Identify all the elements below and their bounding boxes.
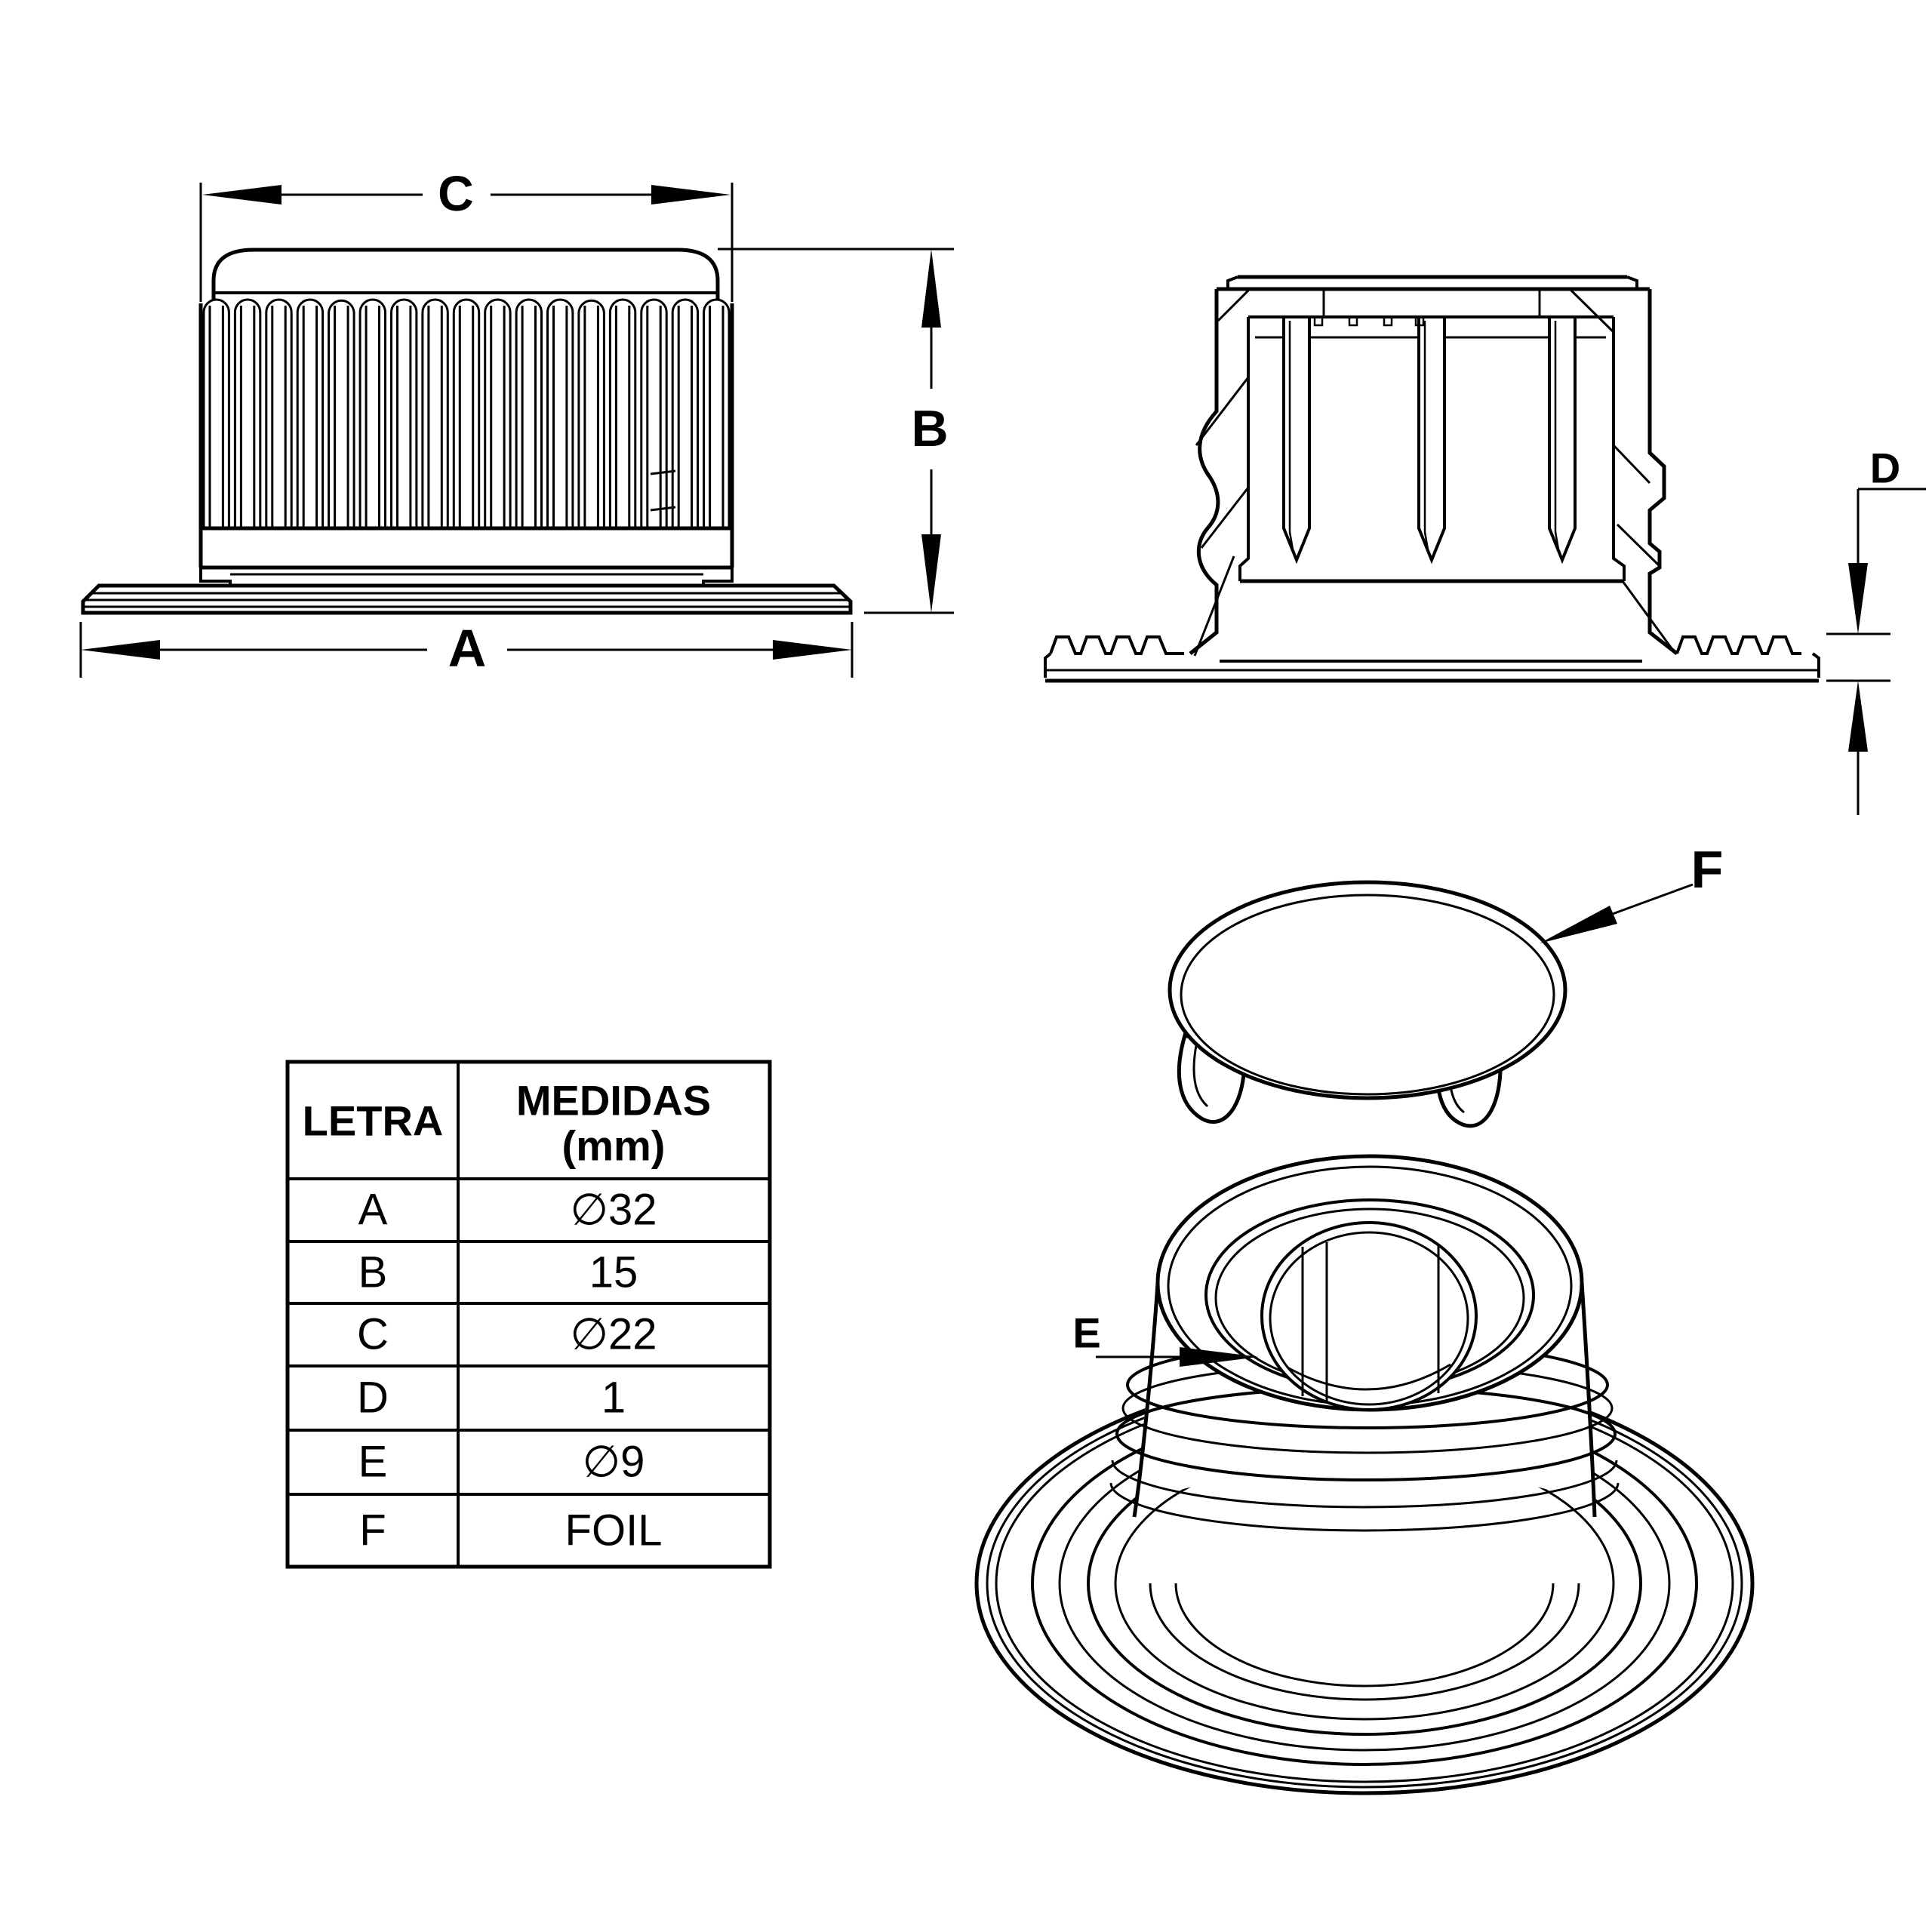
section-view: D — [1044, 275, 1926, 815]
table-cell-letra: F — [359, 1506, 386, 1555]
arrowhead-right — [1180, 1347, 1259, 1367]
arrowhead-up — [921, 249, 941, 328]
table-cell-medida: ∅32 — [570, 1186, 657, 1235]
table-cell-letra: B — [358, 1248, 388, 1297]
callout-e: E — [1072, 1309, 1259, 1367]
neck-step-left — [199, 568, 232, 586]
arrowhead-left — [81, 640, 160, 660]
callout-f: F — [1540, 840, 1723, 943]
dimensions-table: LETRA MEDIDAS (mm) A ∅32 B 15 C ∅22 D 1 … — [285, 1060, 772, 1569]
piercing-spikes — [1282, 317, 1577, 565]
hatching — [1193, 288, 1677, 657]
outer-wall-left — [1189, 289, 1220, 655]
spout-hole — [1260, 1221, 1478, 1411]
table-header-medidas: MEDIDAS — [516, 1077, 711, 1124]
arrowhead-left — [1540, 906, 1617, 943]
cap-dome — [211, 248, 720, 300]
dim-label-f: F — [1691, 840, 1724, 899]
arrowhead-right — [773, 640, 852, 660]
arrowhead-up — [1848, 681, 1868, 752]
dim-label-e: E — [1072, 1309, 1100, 1357]
table-cell-medida: ∅22 — [570, 1310, 657, 1359]
outer-wall-right — [1647, 289, 1678, 655]
front-view: C B — [79, 165, 954, 678]
table-cell-letra: C — [357, 1310, 389, 1359]
table-cell-letra: E — [358, 1438, 388, 1487]
table-header-medidas-unit: (mm) — [562, 1122, 666, 1170]
neck-step-right — [702, 568, 734, 586]
dim-label-c: C — [438, 165, 474, 221]
flange — [81, 583, 853, 615]
foil-face — [1168, 880, 1567, 1100]
table-border — [285, 1060, 772, 1569]
table-cell-letra: A — [358, 1186, 388, 1235]
thread-ticks — [1313, 317, 1425, 327]
dimension-a: A — [79, 619, 854, 678]
dimension-c: C — [199, 165, 734, 302]
table-cell-medida: ∅9 — [583, 1438, 645, 1487]
hole-interior — [1287, 1242, 1451, 1402]
serrated-flange — [1044, 635, 1820, 683]
dim-label-a: A — [448, 619, 487, 678]
table-cell-medida: 15 — [589, 1248, 638, 1297]
dimension-b: B — [718, 248, 954, 614]
dim-label-d: D — [1870, 445, 1900, 492]
isometric-view: E F — [974, 840, 1755, 1795]
table-cell-medida: 1 — [601, 1374, 626, 1423]
dimension-d: D — [1826, 445, 1926, 815]
arrowhead-down — [1848, 563, 1868, 634]
table-cell-letra: D — [357, 1374, 389, 1423]
table-header-letra: LETRA — [303, 1097, 444, 1145]
arrowhead-left — [202, 185, 281, 205]
dim-label-b: B — [911, 400, 948, 457]
arrowhead-right — [651, 185, 731, 205]
cap-ribs — [202, 298, 731, 528]
arrowhead-down — [921, 534, 941, 613]
foil-disc — [1168, 880, 1567, 1128]
table-cell-medida: FOIL — [565, 1506, 663, 1555]
